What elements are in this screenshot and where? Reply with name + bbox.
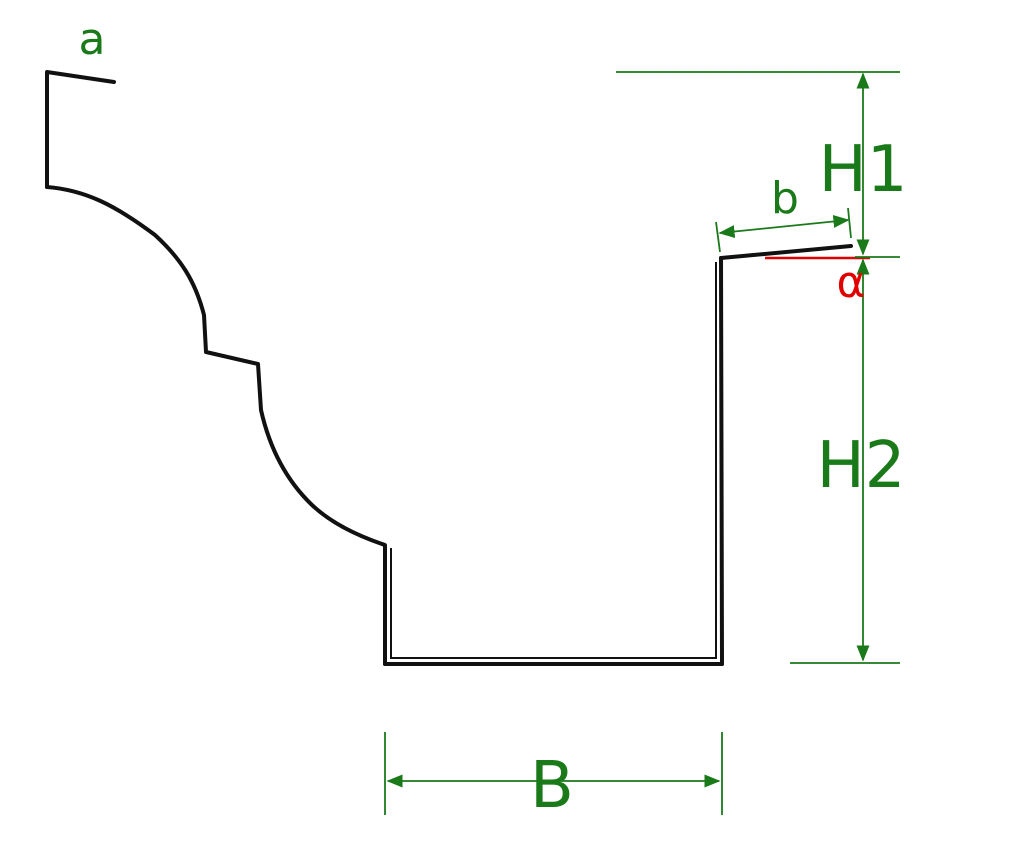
dimension-lines (384, 71, 900, 815)
front-ogee-face (45, 185, 387, 666)
gutter-profile (45, 70, 853, 666)
back-wall (719, 256, 724, 666)
label-h2: H2 (817, 429, 906, 503)
label-b: b (771, 173, 799, 224)
label-h1: H1 (819, 133, 908, 207)
label-alpha: α (836, 257, 865, 308)
label-a: a (79, 14, 106, 65)
back-flange-b (719, 244, 853, 260)
b-extension-left (715, 221, 721, 253)
b-dimension-arrow (718, 215, 850, 238)
gutter-inner-edge (390, 262, 717, 659)
front-bead-lip (45, 70, 116, 189)
b-extension-right (847, 207, 852, 239)
label-width-b: B (530, 749, 574, 823)
